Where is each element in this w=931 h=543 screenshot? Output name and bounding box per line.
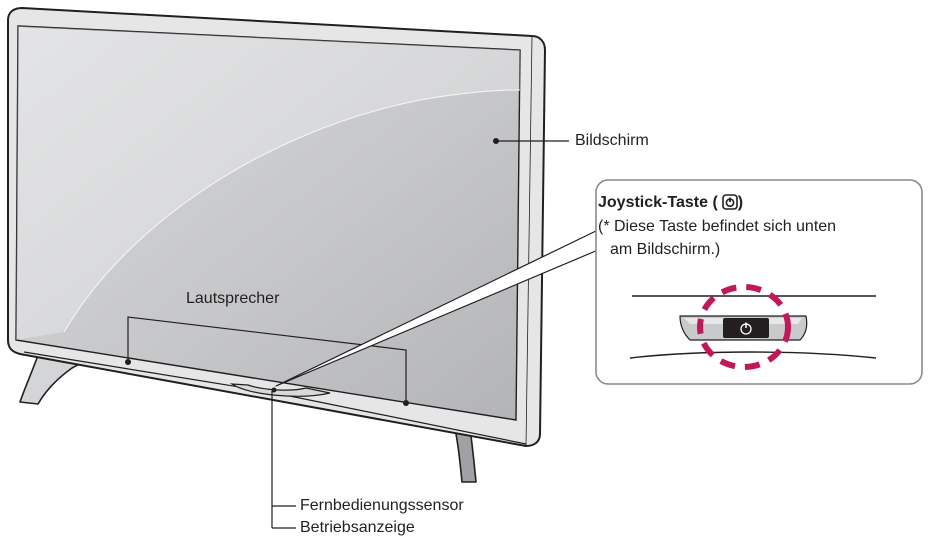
highlight-circle [697,284,791,370]
title-paren-open: ( [712,194,718,211]
label-speakers: Lautsprecher [186,290,280,307]
tv-screen [15,25,521,421]
power-icon [740,322,752,335]
screen-leader [493,138,569,144]
joystick-button-detail [629,284,877,370]
inset-title-text: Joystick-Taste [598,194,708,211]
inset-note-line1: (* Diese Taste befindet sich unten [598,218,837,235]
label-power-indicator: Betriebsanzeige [300,519,415,536]
inset-text: Joystick-Taste ( ) (* Diese Taste befind… [598,193,918,261]
inset-title: Joystick-Taste ( ) [598,193,918,213]
speaker-bracket [125,316,409,406]
title-paren-close: ) [737,194,744,211]
inset-note-line2: am Bildschirm.) [610,241,721,258]
inset-note: (* Diese Taste befindet sich unten am Bi… [598,215,918,261]
power-symbol-icon [721,194,738,210]
sensor-leader [271,391,296,529]
bottom-base [23,351,527,445]
inset-panel [595,179,923,385]
label-screen: Bildschirm [575,132,649,149]
label-remote-sensor: Fernbedienungssensor [300,497,464,514]
